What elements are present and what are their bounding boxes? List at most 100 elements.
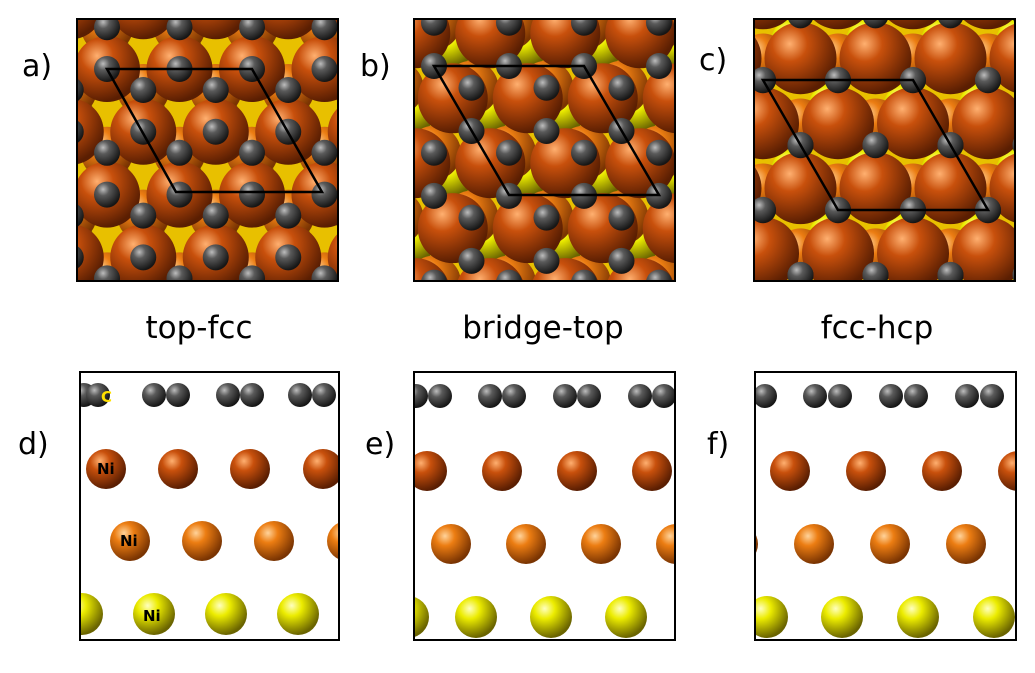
panel-a-unit-cell: [104, 67, 325, 194]
nickel-atom-third-layer: [605, 596, 647, 638]
carbon-atom: [533, 74, 560, 101]
panel-d-atoms: [80, 383, 339, 635]
panel-a: [76, 18, 339, 282]
carbon-atom: [533, 247, 560, 274]
panel-a-title: top-fcc: [146, 310, 253, 346]
carbon-atom: [421, 19, 447, 36]
nickel-atom-top-layer: [77, 99, 104, 165]
carbon-atom: [862, 262, 889, 281]
panel-f-frame: [754, 371, 1017, 641]
carbon-atom: [428, 384, 452, 408]
nickel-atom-second-layer: [506, 524, 546, 564]
carbon-atom: [533, 117, 560, 144]
nickel-atom-top-layer: [952, 217, 1015, 281]
panel-a-label: a): [22, 49, 52, 84]
carbon-atom: [77, 120, 84, 144]
carbon-atom: [285, 19, 291, 20]
carbon-atom: [828, 384, 852, 408]
nickel-atom-top-layer: [839, 152, 912, 225]
atom-label-nickel-second: Ni: [120, 532, 138, 550]
nickel-atom-top-layer: [764, 152, 837, 225]
nickel-atom-second-layer: [669, 201, 675, 234]
nickel-atom-second-layer: [334, 203, 338, 229]
carbon-atom: [646, 269, 672, 281]
atom-label-nickel-third: Ni: [143, 607, 161, 625]
nickel-atom-third-layer: [414, 596, 429, 638]
nickel-atom-top-layer: [754, 217, 799, 281]
nickel-atom-top-layer: [877, 87, 949, 160]
panel-c-title: fcc-hcp: [821, 310, 934, 346]
nickel-atom-second-layer: [414, 197, 424, 239]
nickel-atom-top-layer: [998, 451, 1016, 491]
nickel-atom-top-layer: [557, 451, 597, 491]
carbon-atom: [240, 383, 264, 407]
carbon-atom: [628, 384, 652, 408]
nickel-atom-top-layer: [887, 19, 939, 30]
carbon-atom: [862, 132, 889, 159]
nickel-atom-third-layer: [312, 277, 337, 281]
carbon-atom: [130, 202, 157, 229]
carbon-atom: [94, 139, 120, 166]
panel-f-atoms: [755, 384, 1016, 638]
carbon-atom: [646, 139, 672, 166]
nickel-atom-top-layer: [962, 19, 1014, 30]
carbon-atom: [652, 384, 675, 408]
carbon-atom: [311, 139, 338, 166]
nickel-atom-third-layer: [80, 593, 103, 635]
nickel-atom-third-layer: [205, 593, 247, 635]
nickel-atom-top-layer: [839, 22, 912, 95]
nickel-atom-second-layer: [946, 524, 986, 564]
panel-b: [413, 18, 676, 282]
panel-b-atoms: [414, 19, 675, 281]
carbon-atom: [275, 202, 302, 229]
carbon-atom: [879, 384, 903, 408]
nickel-atom-top-layer: [754, 87, 799, 160]
carbon-atom: [496, 139, 522, 166]
panel-b-title: bridge-top: [462, 310, 623, 346]
carbon-atom: [94, 19, 120, 41]
carbon-atom: [571, 269, 597, 281]
panel-c-unit-cell: [760, 78, 991, 212]
carbon-atom: [202, 77, 229, 104]
nickel-atom-top-layer: [86, 449, 126, 489]
carbon-atom: [213, 19, 219, 20]
panel-e: [413, 371, 676, 641]
nickel-atom-second-layer: [755, 533, 758, 555]
carbon-atom: [166, 265, 193, 281]
carbon-atom: [275, 77, 302, 104]
carbon-atom: [975, 67, 1001, 94]
nickel-atom-top-layer: [632, 451, 672, 491]
carbon-atom: [608, 204, 635, 231]
carbon-atom: [571, 19, 597, 36]
carbon-atom: [904, 384, 928, 408]
panel-c: [753, 18, 1016, 282]
nickel-atom-top-layer: [877, 217, 949, 281]
nickel-atom-second-layer: [656, 524, 675, 564]
carbon-atom: [77, 245, 84, 269]
nickel-atom-top-layer: [764, 22, 837, 95]
atom-label-carbon: C: [101, 388, 112, 406]
nickel-atom-third-layer: [897, 596, 939, 638]
carbon-atom: [496, 269, 522, 281]
nickel-atom-top-layer: [846, 451, 886, 491]
panel-e-frame: [413, 371, 676, 641]
nickel-atom-second-layer: [794, 524, 834, 564]
nickel-atom-third-layer: [784, 279, 802, 281]
nickel-atom-third-layer: [530, 596, 572, 638]
nickel-atom-second-layer: [431, 524, 471, 564]
panel-d-label: d): [18, 427, 49, 462]
carbon-atom: [202, 202, 229, 229]
carbon-atom: [553, 384, 577, 408]
nickel-atom-top-layer: [754, 19, 789, 30]
nickel-atom-second-layer: [254, 521, 294, 561]
carbon-atom: [458, 204, 485, 231]
carbon-atom: [788, 19, 813, 29]
carbon-atom: [94, 181, 120, 208]
panel-c-label: c): [699, 43, 727, 78]
nickel-atom-top-layer: [642, 63, 675, 134]
carbon-atom: [239, 181, 265, 208]
nickel-atom-top-layer: [770, 451, 810, 491]
carbon-atom: [955, 384, 979, 408]
nickel-atom-top-layer: [303, 449, 339, 489]
